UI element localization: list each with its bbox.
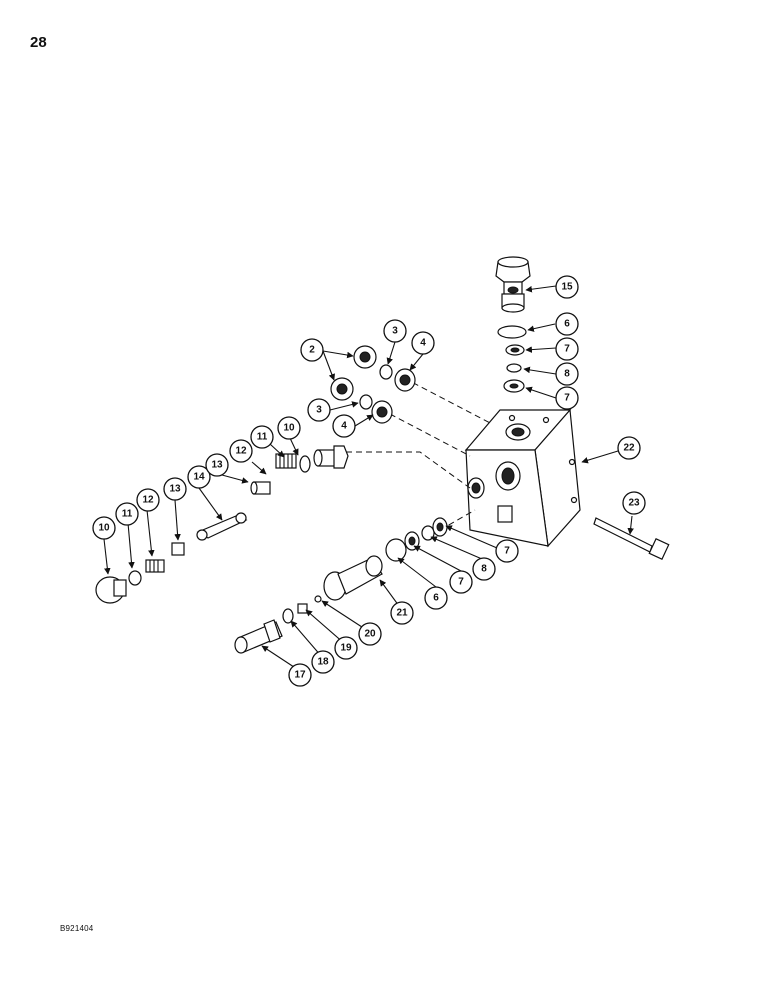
svg-text:15: 15 [561, 282, 573, 293]
poppet-13-lower [171, 542, 185, 556]
callout-11: 11 [250, 425, 274, 449]
ring-8-top [506, 363, 522, 373]
callout-4: 4 [411, 331, 435, 355]
callout-18: 18 [311, 650, 335, 674]
svg-text:17: 17 [294, 670, 306, 681]
callout-12: 12 [229, 439, 253, 463]
callout-15: 15 [555, 275, 579, 299]
ball-20 [314, 595, 322, 603]
spool-14 [196, 512, 248, 541]
callout-2: 2 [300, 338, 324, 362]
callout-4: 4 [332, 414, 356, 438]
svg-text:4: 4 [341, 421, 347, 432]
callout-10: 10 [277, 416, 301, 440]
callout-7: 7 [555, 337, 579, 361]
callout-12: 12 [136, 488, 160, 512]
callout-14: 14 [187, 465, 211, 489]
svg-text:12: 12 [142, 495, 154, 506]
svg-text:10: 10 [283, 423, 295, 434]
svg-text:13: 13 [169, 484, 181, 495]
callout-20: 20 [358, 622, 382, 646]
svg-text:21: 21 [396, 608, 408, 619]
svg-text:12: 12 [235, 446, 247, 457]
callout-22: 22 [617, 436, 641, 460]
fitting-17 [234, 619, 283, 654]
insert-19 [297, 603, 308, 614]
washer-2-upper-hole [359, 351, 371, 363]
callout-23: 23 [622, 491, 646, 515]
callout-19: 19 [334, 636, 358, 660]
svg-text:11: 11 [257, 432, 268, 443]
seal-6-side [385, 538, 407, 562]
ring-7-side-b-inner [436, 522, 444, 532]
callout-8: 8 [472, 557, 496, 581]
callout-6: 6 [555, 312, 579, 336]
callout-3: 3 [307, 398, 331, 422]
svg-text:3: 3 [392, 326, 398, 337]
leader-lines [103, 285, 634, 672]
ring-7-side-a-inner [408, 536, 416, 546]
callout-17: 17 [288, 663, 312, 687]
poppet-13-upper [250, 481, 271, 495]
svg-text:7: 7 [504, 546, 510, 557]
svg-text:8: 8 [564, 369, 570, 380]
plug-10-upper [313, 445, 349, 469]
svg-text:2: 2 [309, 345, 315, 356]
washer-2-lower-hole [336, 383, 348, 395]
svg-text:13: 13 [211, 460, 223, 471]
svg-text:11: 11 [122, 509, 133, 520]
svg-text:6: 6 [433, 593, 439, 604]
callout-8: 8 [555, 362, 579, 386]
svg-text:7: 7 [564, 344, 570, 355]
svg-text:23: 23 [628, 498, 640, 509]
callout-3: 3 [383, 319, 407, 343]
cartridge-15 [495, 256, 531, 313]
svg-text:4: 4 [420, 338, 426, 349]
callout-6: 6 [424, 586, 448, 610]
svg-text:14: 14 [193, 472, 205, 483]
callout-10: 10 [92, 516, 116, 540]
spring-12-upper [275, 453, 297, 469]
callout-7: 7 [555, 386, 579, 410]
oring-11-upper [299, 455, 311, 473]
ring-7-lower-inner [509, 383, 519, 389]
ring-18 [282, 608, 294, 624]
spring-12-lower [145, 559, 165, 573]
plug-10-lower [95, 576, 127, 604]
callout-11: 11 [115, 502, 139, 526]
callout-7: 7 [495, 539, 519, 563]
callout-21: 21 [390, 601, 414, 625]
svg-text:18: 18 [317, 657, 329, 668]
page-number: 28 [30, 34, 47, 51]
seal-6-top [497, 325, 527, 339]
ring-7-top-inner [510, 347, 520, 353]
svg-text:6: 6 [564, 319, 570, 330]
figure-code: B921404 [60, 924, 94, 933]
valve-body [464, 408, 581, 548]
oring-3-upper [379, 364, 393, 380]
fitting-21 [323, 555, 383, 601]
washer-4-lower-hole [376, 406, 388, 418]
washer-4-upper-hole [399, 374, 411, 386]
svg-text:22: 22 [623, 443, 635, 454]
callout-13: 13 [163, 477, 187, 501]
svg-text:7: 7 [564, 393, 570, 404]
assembly-line [439, 509, 476, 531]
assembly-line [346, 451, 471, 489]
callout-7: 7 [449, 570, 473, 594]
assembly-line [403, 377, 493, 425]
oring-3-lower [359, 394, 373, 410]
oring-11-lower [128, 570, 142, 586]
svg-text:3: 3 [316, 405, 322, 416]
svg-text:19: 19 [340, 643, 352, 654]
svg-text:20: 20 [364, 629, 376, 640]
svg-text:7: 7 [458, 577, 464, 588]
callout-13: 13 [205, 453, 229, 477]
svg-text:10: 10 [98, 523, 110, 534]
assembly-line [389, 413, 471, 457]
svg-text:8: 8 [481, 564, 487, 575]
bolt-23 [593, 517, 670, 561]
